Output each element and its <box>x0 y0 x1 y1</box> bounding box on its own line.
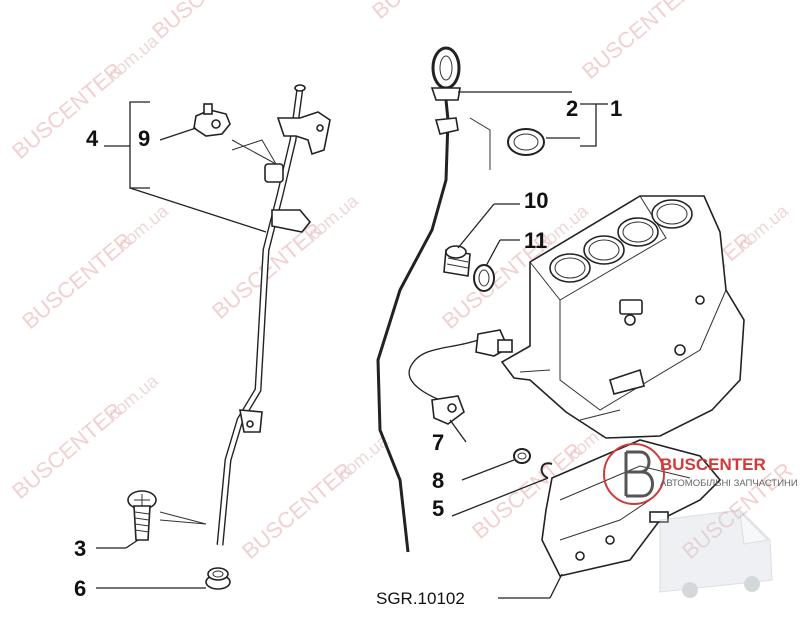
clip-part-5 <box>540 462 553 479</box>
engine-block <box>500 195 745 439</box>
diagram-reference-code: SGR.10102 <box>376 589 465 608</box>
leader-lines <box>96 91 608 599</box>
screw-part-3 <box>127 490 157 541</box>
dipstick-part-1 <box>376 46 461 553</box>
callout-5: 5 <box>432 496 444 521</box>
bus-image <box>659 509 773 598</box>
callout-3: 3 <box>74 536 86 561</box>
oil-pan <box>541 439 722 577</box>
watermark-brand: BUSCENTER <box>577 0 697 84</box>
callout-10: 10 <box>524 188 548 213</box>
callout-11: 11 <box>524 228 547 253</box>
plug-part-6 <box>205 567 231 590</box>
watermark-brand: BUSCENTER <box>367 0 487 24</box>
callout-4: 4 <box>86 126 99 151</box>
sensor-part-9 <box>193 103 231 137</box>
washer-part-11 <box>473 264 495 292</box>
callout-9: 9 <box>138 126 150 151</box>
callout-7: 7 <box>432 430 444 455</box>
buscenter-logo: BUSCENTER АВТОМОБІЛЬНІ ЗАПЧАСТИНИ <box>603 443 798 505</box>
callout-2: 2 <box>566 96 578 121</box>
logo-tagline: АВТОМОБІЛЬНІ ЗАПЧАСТИНИ <box>660 478 798 489</box>
sensor-part-7 <box>408 329 513 425</box>
callout-8: 8 <box>432 468 444 493</box>
watermark-brand: BUSCENTER <box>147 0 267 44</box>
washer-part-8 <box>513 448 531 464</box>
plug-part-10 <box>443 245 471 277</box>
o-ring-part-2 <box>507 128 545 156</box>
callout-6: 6 <box>74 576 86 601</box>
logo-brand: BUSCENTER <box>660 455 766 474</box>
callout-1: 1 <box>610 96 622 121</box>
dipstick-guide-tube <box>216 84 331 546</box>
callouts: 4 9 2 1 10 11 7 8 5 3 6 <box>74 96 622 601</box>
